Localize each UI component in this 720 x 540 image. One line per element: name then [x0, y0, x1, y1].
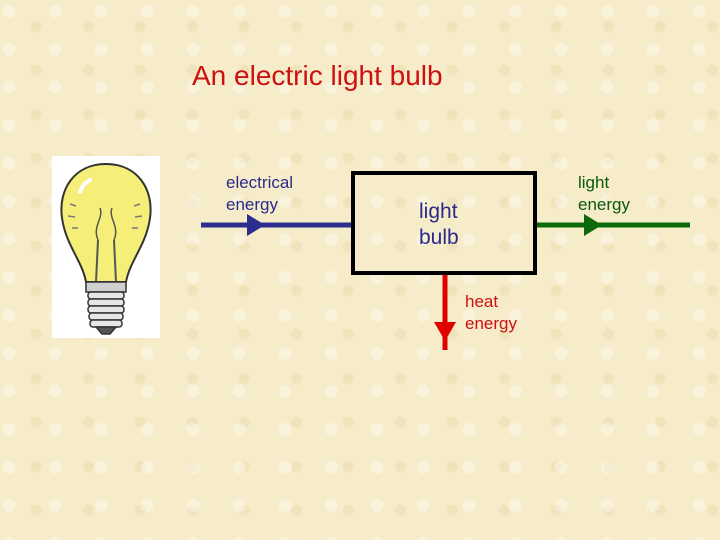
light-bulb-picture	[52, 156, 160, 338]
light-bulb-icon	[60, 162, 152, 335]
heat-energy-label: heat energy	[465, 291, 517, 335]
light-bulb-box-text: light bulb	[419, 200, 459, 249]
light-energy-text: light energy	[578, 173, 630, 214]
light-bulb-box	[351, 171, 537, 275]
light-energy-label: light energy	[578, 172, 630, 216]
electrical-energy-arrow	[201, 214, 351, 236]
light-bulb-box-label: light bulb	[419, 199, 459, 251]
page-title: An electric light bulb	[192, 60, 443, 91]
heat-energy-arrow	[434, 275, 456, 350]
electrical-energy-label: electrical energy	[226, 172, 293, 216]
heat-energy-text: heat energy	[465, 292, 517, 333]
electrical-energy-text: electrical energy	[226, 173, 294, 214]
light-energy-arrow	[537, 214, 690, 236]
